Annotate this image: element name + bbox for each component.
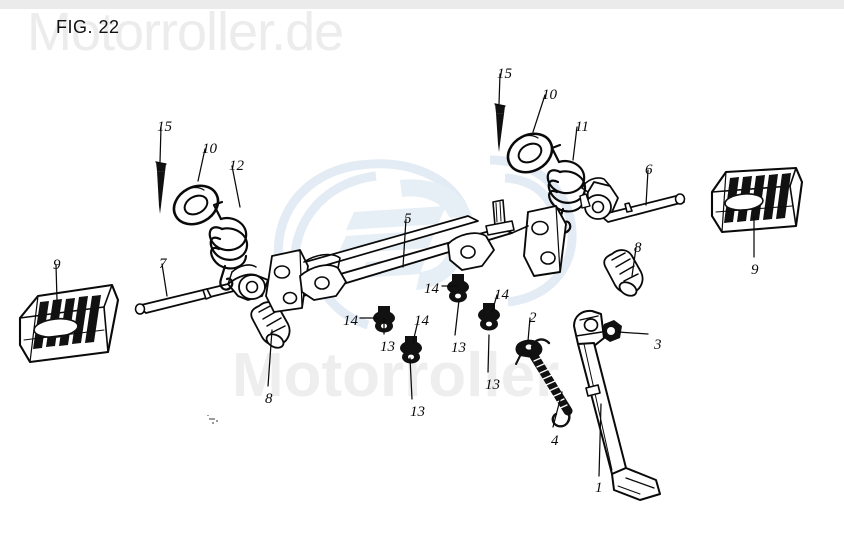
part-footpeg-sleeve-right [603, 249, 644, 297]
leader-line-right-footpeg-bar [645, 169, 649, 206]
part-stand-pivot-nut [601, 320, 622, 342]
leader-line-mounting-bolt-2 [412, 320, 419, 343]
part-spring-washer-left [172, 184, 220, 226]
callout-footrest-cross-bar: 5 [404, 211, 412, 227]
part-side-stand-leg [573, 309, 661, 501]
callout-footpeg-rubber-sleeve-right: 8 [634, 240, 642, 256]
callout-right-footpeg-bar: 6 [645, 162, 653, 178]
part-bolt-assembly-b [400, 336, 422, 364]
callout-screw-right: 15 [497, 66, 512, 82]
callout-footrest-rubber-right: 9 [751, 262, 759, 278]
callout-stand-pivot-nut: 3 [654, 337, 662, 353]
callout-footrest-rubber-left: 9 [53, 257, 61, 273]
part-footrest-rubber-right [710, 166, 804, 234]
callout-footpeg-rubber-sleeve-left: 8 [265, 391, 273, 407]
part-screw-left [155, 161, 167, 214]
leader-line-left-footpeg-bar [161, 263, 168, 297]
leader-line-footrest-cross-bar [402, 218, 407, 268]
part-side-stand-return-spring [529, 338, 573, 428]
part-right-footpeg-bar [579, 177, 686, 223]
callout-spring-washer-left: 10 [202, 141, 217, 157]
part-return-spring-left [208, 200, 249, 291]
callout-side-stand-leg: 1 [595, 480, 603, 496]
leader-line-spring-washer-right [532, 94, 546, 133]
watermark-bottom: Motorroller [232, 341, 560, 410]
callout-spring-washer-right: 10 [542, 87, 557, 103]
leader-line-bolt-nut-2 [409, 357, 413, 400]
leader-line-footpeg-return-spring-right [572, 126, 578, 161]
part-footrest-cross-bar [265, 199, 567, 313]
callout-bolt-nut-1: 13 [380, 339, 395, 355]
leader-line-mounting-bolt-4 [491, 294, 498, 313]
callout-mounting-bolt-2: 14 [414, 313, 429, 329]
figure-title: FIG. 22 [56, 17, 120, 37]
part-bolt-assembly-c [447, 274, 469, 303]
callout-side-stand-return-spring: 4 [551, 433, 559, 449]
callout-stand-stopper-bracket: 2 [529, 310, 537, 326]
callout-mounting-bolt-1: 14 [343, 313, 358, 329]
scan-artifact [207, 415, 218, 424]
leader-line-footrest-rubber-left [55, 264, 58, 301]
callout-screw-left: 15 [157, 119, 172, 135]
leader-line-screw-left [159, 126, 162, 163]
part-bolt-assembly-d [478, 303, 500, 331]
callout-footpeg-return-spring-right: 11 [575, 119, 589, 135]
leader-line-stand-pivot-nut [617, 331, 649, 335]
leader-line-screw-right [498, 73, 501, 105]
callout-footpeg-return-spring-left: 12 [229, 158, 244, 174]
callout-bolt-nut-3: 13 [451, 340, 466, 356]
leader-line-footpeg-return-spring-left [231, 165, 241, 208]
scan-edge-band [0, 0, 844, 9]
part-screw-right [494, 103, 506, 152]
watermark-top: Motorroller.de [27, 2, 344, 62]
part-left-footpeg-bar [134, 264, 269, 315]
callout-mounting-bolt-4: 14 [494, 287, 509, 303]
leader-line-spring-washer-left [197, 148, 206, 182]
leader-line-footpeg-rubber-sleeve-right [631, 247, 637, 277]
callout-bolt-nut-4: 13 [485, 377, 500, 393]
leader-line-footpeg-rubber-sleeve-left [267, 329, 273, 387]
callout-bolt-nut-2: 13 [410, 404, 425, 420]
leader-line-side-stand-leg [598, 403, 602, 477]
leader-line-side-stand-return-spring [552, 391, 563, 428]
callout-left-footpeg-bar: 7 [159, 256, 167, 272]
leader-line-bolt-nut-3 [454, 299, 460, 336]
part-footrest-rubber-left [18, 283, 120, 364]
leader-line-stand-stopper-bracket [527, 317, 531, 342]
callout-mounting-bolt-3: 14 [424, 281, 439, 297]
leader-line-bolt-nut-4 [487, 334, 490, 373]
part-spring-washer-right [506, 132, 554, 174]
